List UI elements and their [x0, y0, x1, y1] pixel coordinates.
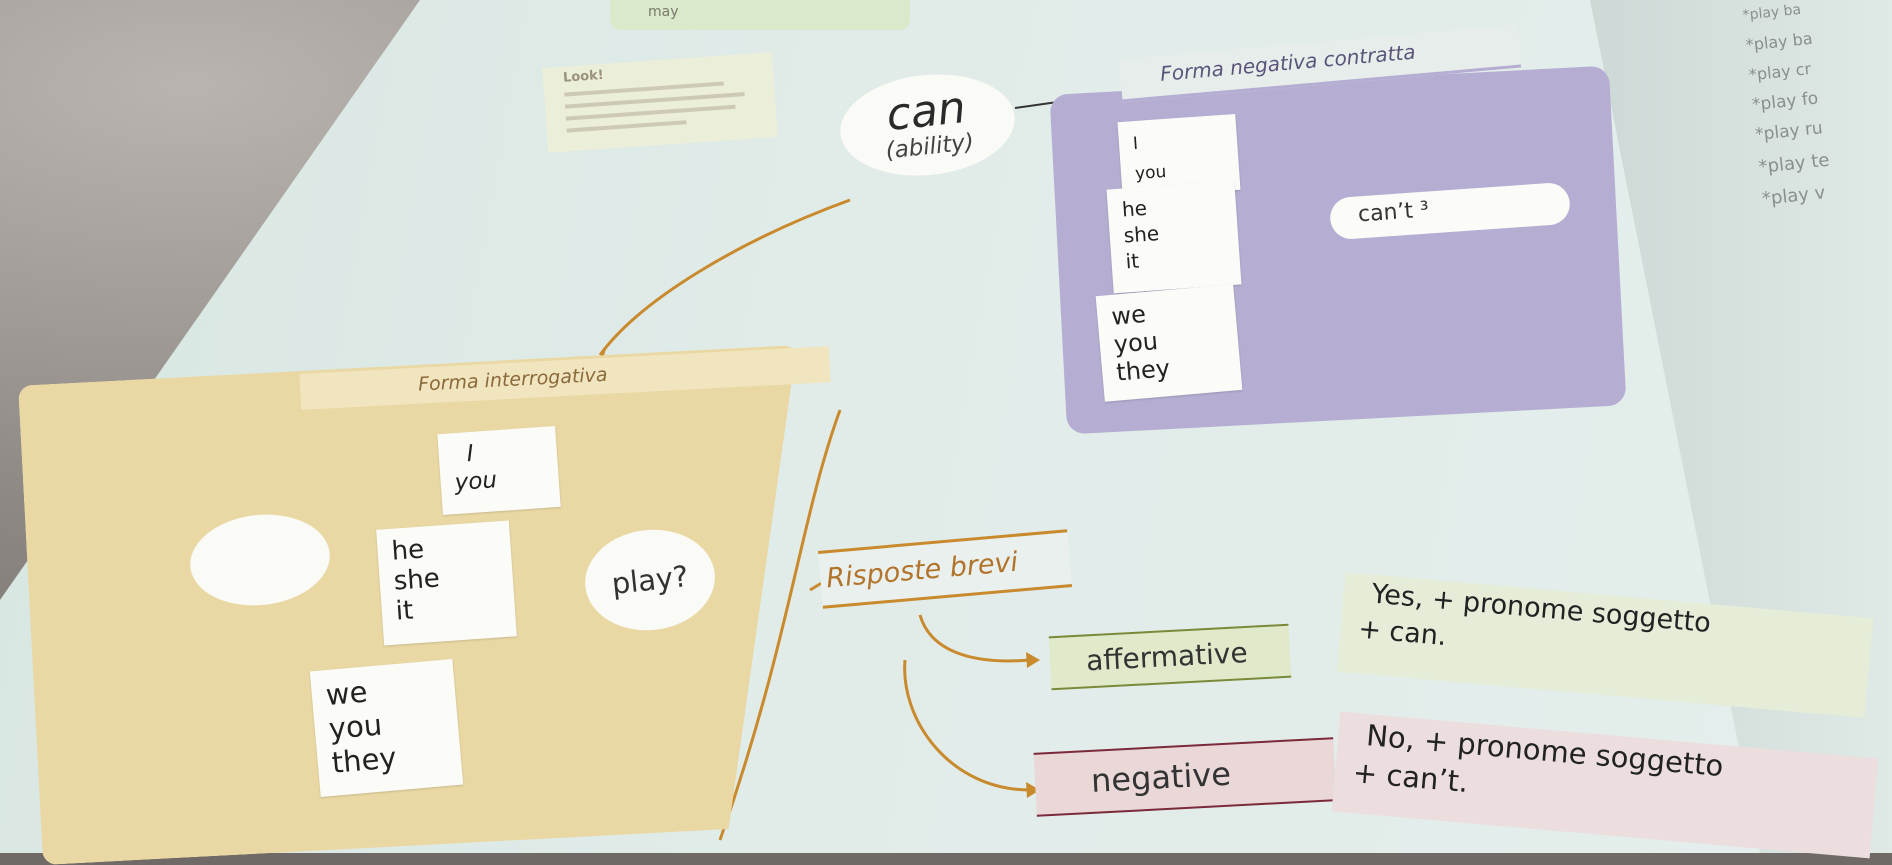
neg-pronoun-card-3: we you they — [1095, 284, 1243, 402]
short-answers-title: Risposte brevi — [825, 546, 1020, 595]
neg-pronoun-card-2: he she it — [1106, 180, 1242, 294]
affirmative-rule-line2: + can. — [1357, 613, 1448, 653]
right-play-list: *play ba *play ba *play cr *play fo *pla… — [1742, 0, 1892, 210]
int-pronoun-you: you — [453, 467, 498, 497]
int-pronoun-card-1: I you — [437, 425, 561, 516]
int-pronoun-card-3: we you they — [309, 659, 464, 797]
top-snippet-text: may — [648, 4, 679, 20]
affirmative-label: affermative — [1085, 635, 1249, 678]
int-pronoun-card-2: he she it — [376, 520, 517, 646]
negative-rule-line2: + can’t. — [1351, 755, 1470, 799]
top-snippet-box: may — [610, 0, 910, 30]
play-question-text: play? — [610, 559, 690, 601]
int-pronoun-it: it — [394, 595, 415, 627]
negative-label: negative — [1090, 754, 1232, 800]
interrogative-header-text: Forma interrogativa — [417, 363, 609, 396]
cant-result-text: can’t ³ — [1357, 197, 1430, 228]
